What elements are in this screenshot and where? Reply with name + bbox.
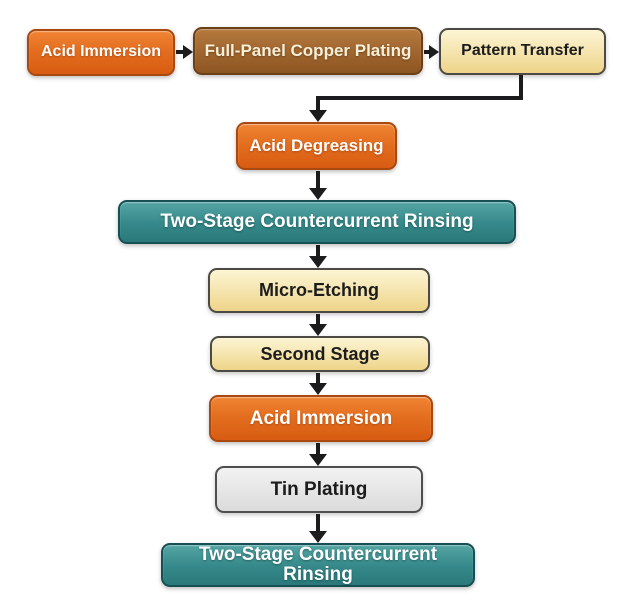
node-label-acid-degreasing: Acid Degreasing <box>249 136 384 156</box>
node-micro-etching: Micro-Etching <box>208 268 430 313</box>
node-acid-immersion-mid: Acid Immersion <box>209 395 433 442</box>
node-second-stage: Second Stage <box>210 336 430 372</box>
node-countercurrent-rinsing-2: Two-Stage Countercurrent Rinsing <box>161 543 475 587</box>
node-label-acid-immersion-mid: Acid Immersion <box>249 407 393 429</box>
arrow-down-icon <box>309 245 327 268</box>
node-label-countercurrent-rinsing-2: Two-Stage Countercurrent Rinsing <box>198 544 438 585</box>
node-acid-immersion-top: Acid Immersion <box>27 29 175 76</box>
arrow-down-icon <box>309 514 327 543</box>
arrow-right-icon <box>424 45 439 59</box>
node-label-countercurrent-rinsing-1: Two-Stage Countercurrent Rinsing <box>160 211 474 233</box>
connector-elbow-segment <box>519 75 523 100</box>
arrow-right-icon <box>176 45 193 59</box>
node-tin-plating: Tin Plating <box>215 466 423 513</box>
arrow-down-icon <box>309 96 327 122</box>
node-label-pattern-transfer: Pattern Transfer <box>461 42 584 60</box>
node-label-full-panel-copper-plating: Full-Panel Copper Plating <box>204 41 412 61</box>
arrow-down-icon <box>309 171 327 200</box>
node-full-panel-copper-plating: Full-Panel Copper Plating <box>193 27 423 75</box>
node-label-acid-immersion-top: Acid Immersion <box>40 43 162 61</box>
node-label-second-stage: Second Stage <box>260 343 380 364</box>
arrow-down-icon <box>309 443 327 466</box>
node-countercurrent-rinsing-1: Two-Stage Countercurrent Rinsing <box>118 200 516 244</box>
node-acid-degreasing: Acid Degreasing <box>236 122 397 170</box>
node-label-tin-plating: Tin Plating <box>270 478 368 500</box>
connector-elbow-segment <box>316 96 523 100</box>
node-label-micro-etching: Micro-Etching <box>259 280 379 301</box>
arrow-down-icon <box>309 314 327 336</box>
arrow-down-icon <box>309 373 327 395</box>
node-pattern-transfer: Pattern Transfer <box>439 28 606 75</box>
